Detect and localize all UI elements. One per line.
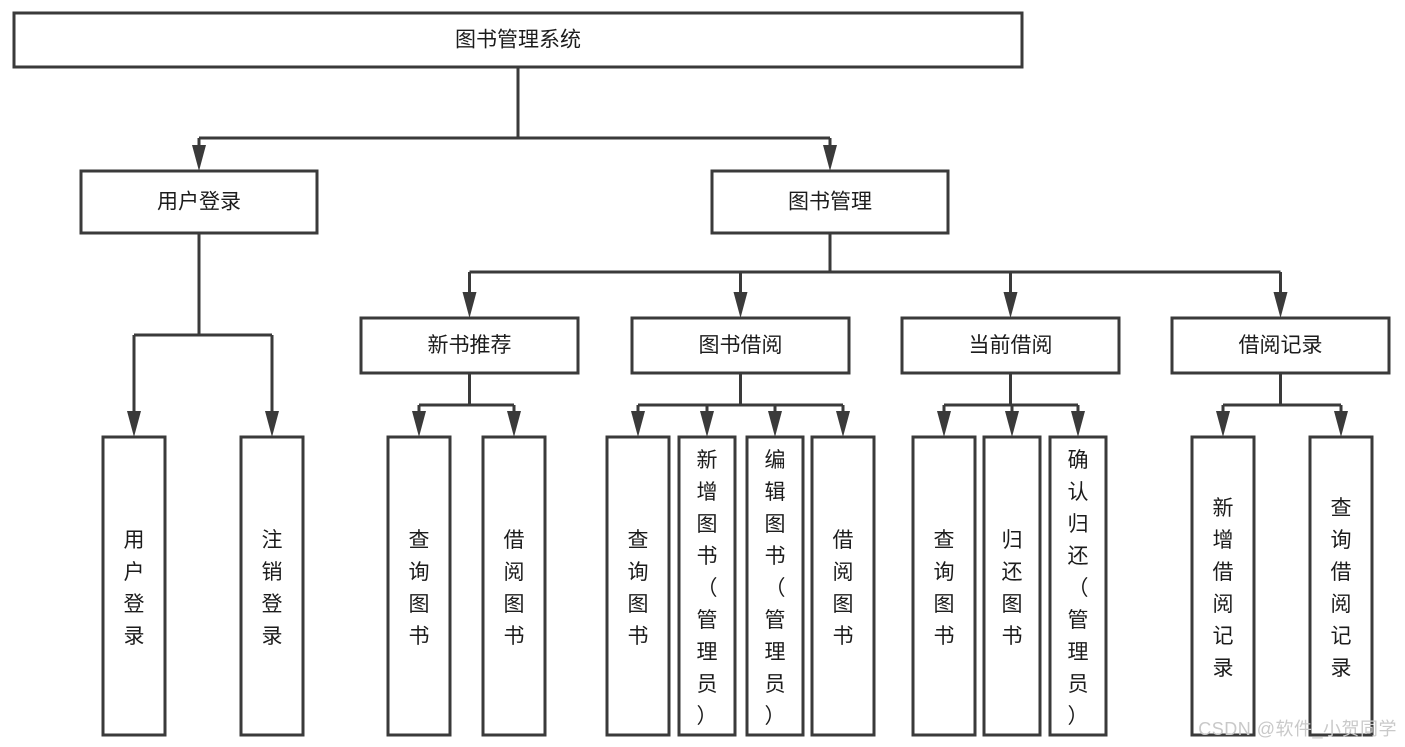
node-box-bookmgmt (710, 169, 950, 235)
node-box-leaf-borrow-edit (745, 435, 805, 737)
node-box-leaf-borrow-query (605, 435, 671, 737)
node-box-leaf-borrow-lend (810, 435, 876, 737)
node-leaf-current-query[interactable]: 查询图书 (911, 435, 977, 737)
node-label-records: 借阅记录 (1239, 334, 1323, 357)
connector-group-login (127, 233, 279, 437)
node-box-borrow (630, 316, 851, 375)
connector-group-current (937, 373, 1085, 437)
node-box-root (12, 11, 1024, 69)
node-leaf-borrow-edit[interactable]: 编辑图书（管理员） (745, 435, 805, 737)
node-label-root: 图书管理系统 (455, 29, 581, 52)
node-box-current (900, 316, 1121, 375)
node-label-leaf-current-query: 查询图书 (934, 529, 955, 648)
node-leaf-records-query[interactable]: 查询借阅记录 (1308, 435, 1374, 737)
connector-group-records (1216, 373, 1348, 437)
node-leaf-new-borrow[interactable]: 借阅图书 (481, 435, 547, 737)
connector-group-root (192, 67, 837, 171)
connector-group-newbook (412, 373, 521, 437)
node-leaf-new-query[interactable]: 查询图书 (386, 435, 452, 737)
node-label-leaf-new-query: 查询图书 (409, 529, 430, 648)
node-box-leaf-user-login (101, 435, 167, 737)
node-leaf-borrow-lend[interactable]: 借阅图书 (810, 435, 876, 737)
node-label-current: 当前借阅 (969, 334, 1053, 357)
node-leaf-current-return[interactable]: 归还图书 (982, 435, 1042, 737)
node-leaf-current-confirm[interactable]: 确认归还（管理员） (1048, 435, 1108, 737)
node-label-borrow: 图书借阅 (699, 334, 783, 357)
node-current[interactable]: 当前借阅 (900, 316, 1121, 375)
node-newbook[interactable]: 新书推荐 (359, 316, 580, 375)
node-label-leaf-records-add: 新增借阅记录 (1213, 497, 1234, 680)
node-layer: 图书管理系统用户登录图书管理新书推荐图书借阅当前借阅借阅记录用户登录注销登录查询… (12, 11, 1391, 737)
node-login[interactable]: 用户登录 (79, 169, 319, 235)
node-label-login: 用户登录 (157, 191, 241, 214)
node-box-leaf-borrow-add (677, 435, 737, 737)
connector-layer (127, 67, 1348, 437)
watermark-text: CSDN @软件_小贺同学 (1198, 719, 1397, 739)
node-box-login (79, 169, 319, 235)
node-label-leaf-user-logout: 注销登录 (262, 529, 283, 648)
node-label-leaf-records-query: 查询借阅记录 (1331, 497, 1352, 680)
node-box-leaf-current-return (982, 435, 1042, 737)
node-label-leaf-borrow-query: 查询图书 (628, 529, 649, 648)
node-leaf-borrow-query[interactable]: 查询图书 (605, 435, 671, 737)
node-borrow[interactable]: 图书借阅 (630, 316, 851, 375)
node-box-newbook (359, 316, 580, 375)
node-box-leaf-user-logout (239, 435, 305, 737)
node-box-leaf-new-query (386, 435, 452, 737)
node-label-newbook: 新书推荐 (428, 334, 512, 357)
node-box-leaf-records-add (1190, 435, 1256, 737)
node-leaf-user-logout[interactable]: 注销登录 (239, 435, 305, 737)
node-label-leaf-current-confirm: 确认归还（管理员） (1068, 449, 1089, 728)
node-leaf-borrow-add[interactable]: 新增图书（管理员） (677, 435, 737, 737)
node-label-leaf-borrow-lend: 借阅图书 (833, 529, 854, 648)
node-box-leaf-current-confirm (1048, 435, 1108, 737)
node-label-leaf-borrow-add: 新增图书（管理员） (697, 449, 718, 728)
node-leaf-user-login[interactable]: 用户登录 (101, 435, 167, 737)
connector-group-bookmgmt (462, 233, 1288, 318)
node-bookmgmt[interactable]: 图书管理 (710, 169, 950, 235)
node-label-leaf-user-login: 用户登录 (124, 529, 145, 648)
node-records[interactable]: 借阅记录 (1170, 316, 1391, 375)
node-label-leaf-current-return: 归还图书 (1002, 529, 1023, 648)
connector-group-borrow (631, 373, 850, 437)
node-box-records (1170, 316, 1391, 375)
node-label-leaf-new-borrow: 借阅图书 (504, 529, 525, 648)
node-box-leaf-records-query (1308, 435, 1374, 737)
node-root[interactable]: 图书管理系统 (12, 11, 1024, 69)
node-label-bookmgmt: 图书管理 (788, 191, 872, 214)
node-box-leaf-new-borrow (481, 435, 547, 737)
node-box-leaf-current-query (911, 435, 977, 737)
node-label-leaf-borrow-edit: 编辑图书（管理员） (765, 449, 786, 728)
node-leaf-records-add[interactable]: 新增借阅记录 (1190, 435, 1256, 737)
